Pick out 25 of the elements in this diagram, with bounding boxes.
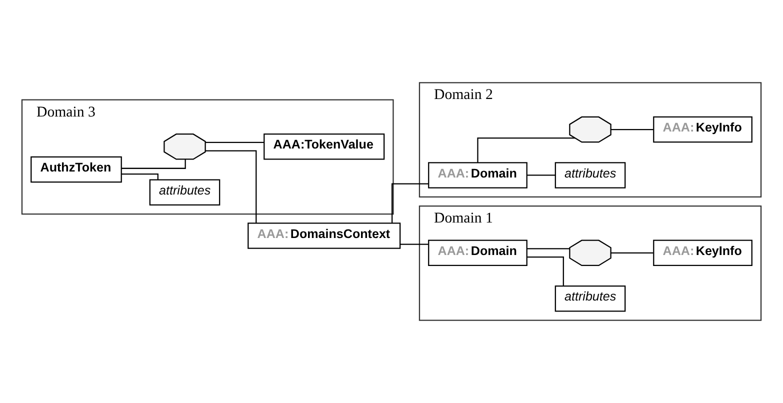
node-box: attributes: [554, 162, 626, 188]
connector: [205, 142, 264, 144]
node-box: AAA:DomainsContext: [248, 222, 401, 249]
node-box: AuthzToken: [30, 156, 122, 183]
connector: [400, 244, 428, 245]
connector: [610, 252, 654, 254]
node-box: attributes: [554, 285, 626, 312]
connector: [610, 128, 654, 130]
connector: [527, 174, 556, 176]
connector: [527, 256, 564, 286]
connector: [392, 183, 428, 224]
connector: [477, 138, 576, 163]
connector: [205, 150, 257, 223]
connector: [527, 248, 570, 250]
node-octagon: [569, 240, 612, 266]
node-box: AAA:Domain: [428, 240, 528, 266]
node-box: AAA:KeyInfo: [653, 116, 752, 143]
connector: [122, 160, 186, 169]
node-box: AAA:TokenValue: [264, 134, 385, 160]
node-box: attributes: [149, 179, 220, 206]
node-box: AAA:KeyInfo: [653, 240, 752, 266]
connector: [121, 174, 158, 180]
node-box: AAA:Domain: [428, 162, 528, 188]
node-octagon: [569, 116, 612, 143]
node-octagon: [164, 134, 206, 160]
